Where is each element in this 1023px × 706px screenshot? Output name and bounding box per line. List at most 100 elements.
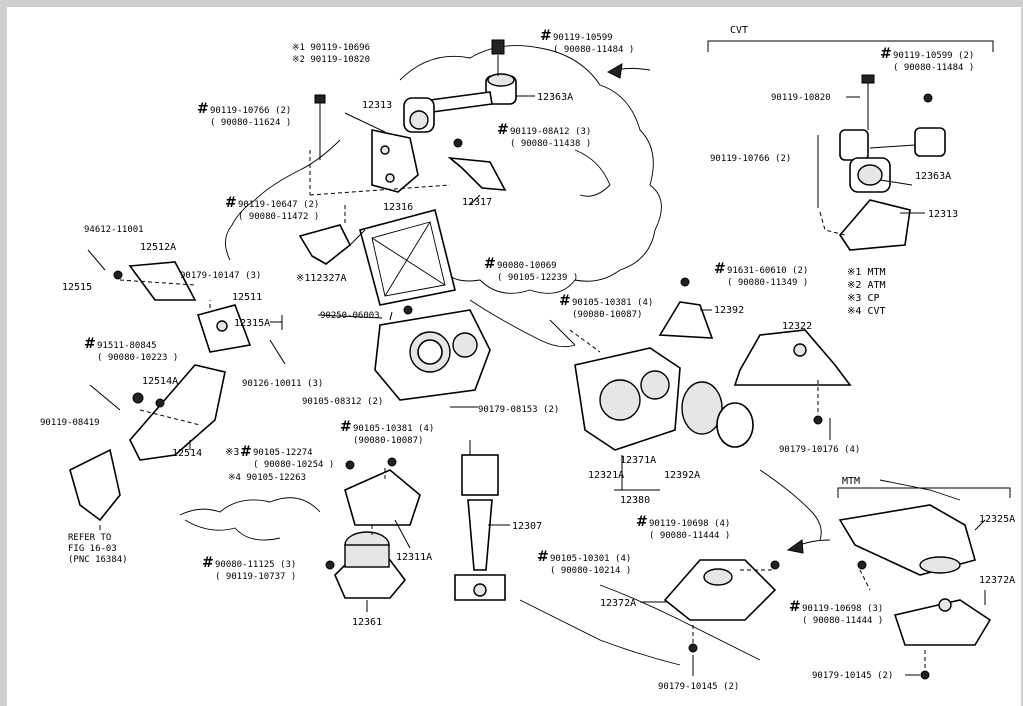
callout-c11-line1: 90105-12274 bbox=[253, 448, 313, 458]
label-12512A: 12512A bbox=[140, 242, 176, 253]
callout-c6-line2: ( 90105-12239 ) bbox=[497, 273, 578, 283]
label-12514A: 12514A bbox=[142, 376, 178, 387]
label-12311A: 12311A bbox=[396, 552, 432, 563]
label-12372A-left: 12372A bbox=[600, 598, 636, 609]
label-90119-08419: 90119-08419 bbox=[40, 418, 100, 428]
callout-c15-line1: 90119-10698 (3) bbox=[802, 604, 883, 614]
label-12363A-cvt: 12363A bbox=[915, 171, 951, 182]
hash-c3: # bbox=[197, 101, 209, 117]
cvt-parts bbox=[817, 74, 946, 251]
part-12372A-mount-left bbox=[663, 559, 780, 653]
label-12325A: 12325A bbox=[979, 514, 1015, 525]
legend-4: ※4 CVT bbox=[847, 306, 886, 317]
label-90119-10820: 90119-10820 bbox=[771, 93, 831, 103]
callout-c11-line3: ※4 90105-12263 bbox=[228, 473, 306, 483]
callout-c6-line1: 90080-10069 bbox=[497, 261, 557, 271]
label-90179-08153: 90179-08153 (2) bbox=[478, 405, 559, 415]
hash-c4: # bbox=[497, 122, 509, 138]
label-12511: 12511 bbox=[232, 292, 262, 303]
hash-c9: # bbox=[84, 336, 96, 352]
part-12307-shock-mount bbox=[454, 440, 506, 601]
label-12515: 12515 bbox=[62, 282, 92, 293]
callout-c15-line2: ( 90080-11444 ) bbox=[802, 616, 883, 626]
engine-outline bbox=[179, 45, 961, 666]
arrow-mtm-head bbox=[786, 539, 804, 554]
part-12311A-bracket bbox=[344, 457, 421, 526]
callout-c1-line1: ※1 90119-10696 bbox=[292, 43, 370, 53]
part-112327A bbox=[298, 224, 366, 265]
label-12371A: 12371A bbox=[620, 455, 656, 466]
refer-line3: (PNC 16384) bbox=[68, 555, 128, 565]
part-12512A-bracket bbox=[87, 249, 197, 301]
hash-c2: # bbox=[540, 28, 552, 44]
callout-c2-line2: ( 90080-11484 ) bbox=[553, 45, 634, 55]
arrow-top-head bbox=[606, 63, 623, 79]
part-12363A-torque-rod bbox=[403, 39, 517, 133]
label-12321A: 12321A bbox=[588, 470, 624, 481]
label-12380: 12380 bbox=[620, 495, 650, 506]
label-12392A: 12392A bbox=[664, 470, 700, 481]
label-112327A: ※112327A bbox=[296, 273, 347, 284]
label-12361: 12361 bbox=[352, 617, 382, 628]
mtm-bracket-line bbox=[837, 487, 1011, 498]
label-12315A: 12315A bbox=[234, 318, 270, 329]
refer-line1: REFER TO bbox=[68, 533, 111, 543]
hash-c6: # bbox=[484, 256, 496, 272]
label-12313: 12313 bbox=[362, 100, 392, 111]
hash-c16: # bbox=[880, 46, 892, 62]
callout-c11-line2: ( 90080-10254 ) bbox=[253, 460, 334, 470]
callout-c3-line2: ( 90080-11624 ) bbox=[210, 118, 291, 128]
callout-c9-line2: ( 90080-10223 ) bbox=[97, 353, 178, 363]
part-12514-bracket bbox=[89, 364, 226, 461]
label-90179-10145-right: 90179-10145 (2) bbox=[812, 671, 893, 681]
part-12361-mount bbox=[325, 531, 407, 599]
label-90119-10766-cvt: 90119-10766 (2) bbox=[710, 154, 791, 164]
callout-c5-line1: 90119-10647 (2) bbox=[238, 200, 319, 210]
label-90179-10147: 90179-10147 (3) bbox=[180, 271, 261, 281]
label-12313-cvt: 12313 bbox=[928, 209, 958, 220]
label-90105-08312: 90105-08312 (2) bbox=[302, 397, 383, 407]
refer-line2: FIG 16-03 bbox=[68, 544, 117, 554]
label-90250: 90250-06003 bbox=[320, 311, 380, 321]
label-12372A-right: 12372A bbox=[979, 575, 1015, 586]
callout-c4-line1: 90119-08A12 (3) bbox=[510, 127, 591, 137]
part-12511-bracket bbox=[196, 304, 286, 365]
hash-c15: # bbox=[789, 599, 801, 615]
label-12363A: 12363A bbox=[537, 92, 573, 103]
label-12392: 12392 bbox=[714, 305, 744, 316]
label-12317: 12317 bbox=[462, 197, 492, 208]
hash-c5: # bbox=[225, 195, 237, 211]
labels: CVT MTM ※1 MTM ※2 ATM ※3 CP ※4 CVT ※1 90… bbox=[40, 25, 1015, 692]
callout-c3-line1: 90119-10766 (2) bbox=[210, 106, 291, 116]
mtm-parts bbox=[838, 504, 992, 680]
hash-c10: # bbox=[340, 419, 352, 435]
label-12316: 12316 bbox=[383, 202, 413, 213]
callout-c16-line2: ( 90080-11484 ) bbox=[893, 63, 974, 73]
part-refer-bracket bbox=[69, 448, 121, 522]
part-12322-bracket bbox=[733, 329, 852, 425]
callout-c2-line1: 90119-10599 bbox=[553, 33, 613, 43]
callout-c11-mark: ※3 bbox=[225, 447, 239, 458]
cvt-bracket-line bbox=[707, 40, 994, 52]
part-12313-bracket bbox=[314, 94, 419, 193]
label-90126: 90126-10011 (3) bbox=[242, 379, 323, 389]
legend-1: ※1 MTM bbox=[847, 267, 886, 278]
hash-c12: # bbox=[636, 514, 648, 530]
hash-c7: # bbox=[714, 261, 726, 277]
callout-c12-line1: 90119-10698 (4) bbox=[649, 519, 730, 529]
leader-lines bbox=[99, 95, 986, 676]
label-12514: 12514 bbox=[172, 448, 202, 459]
section-cvt-label: CVT bbox=[730, 25, 748, 36]
callout-c10-line2: (90080-10087) bbox=[353, 436, 423, 446]
hash-c8: # bbox=[559, 293, 571, 309]
part-12317-bracket bbox=[447, 138, 507, 191]
hash-c11: # bbox=[240, 444, 252, 460]
callout-c13-line1: 90080-11125 (3) bbox=[215, 560, 296, 570]
callout-c13-line2: ( 90119-10737 ) bbox=[215, 572, 296, 582]
legend-3: ※3 CP bbox=[847, 293, 879, 304]
label-12322: 12322 bbox=[782, 321, 812, 332]
part-12315A-housing bbox=[374, 305, 491, 401]
callout-c5-line2: ( 90080-11472 ) bbox=[238, 212, 319, 222]
